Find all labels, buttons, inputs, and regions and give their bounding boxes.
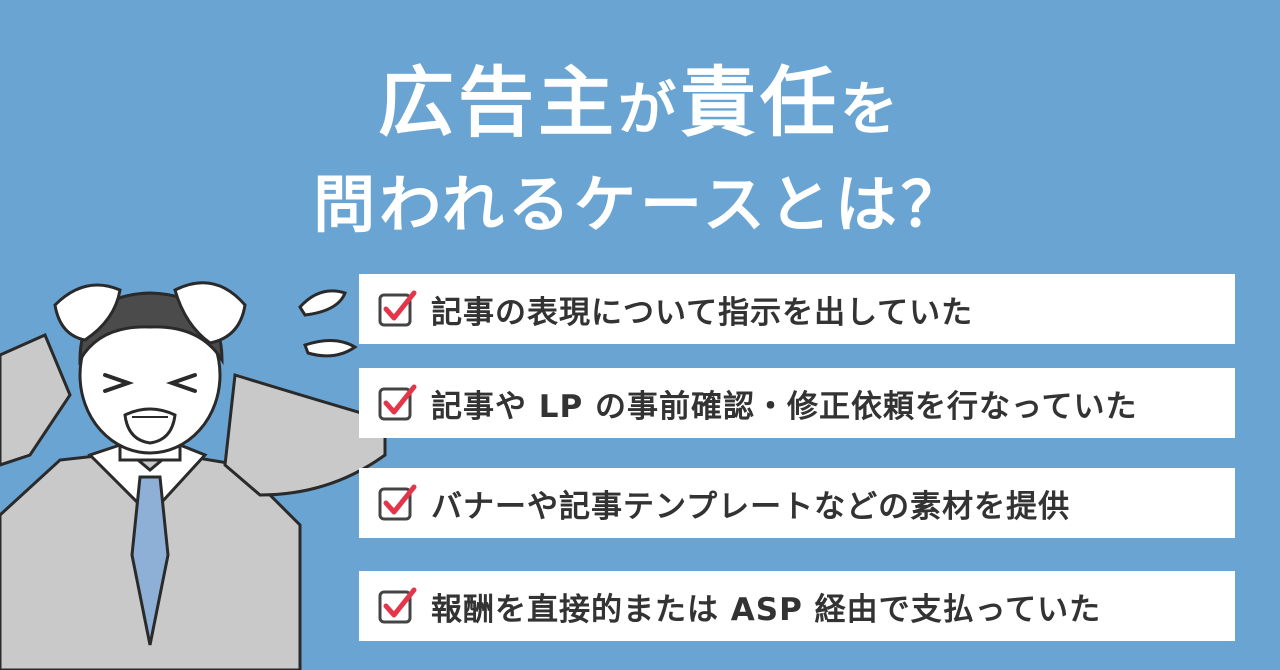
headline-segment: 責任 — [680, 58, 840, 147]
checklist-item-text: 記事の表現について指示を出していた — [431, 294, 974, 331]
headline-segment: が — [617, 75, 680, 143]
checklist-item: 記事や LP の事前確認・修正依頼を行なっていた — [359, 368, 1235, 438]
checklist-item-text: 記事や LP の事前確認・修正依頼を行なっていた — [431, 388, 1138, 425]
sweat-drop-icon — [298, 289, 358, 358]
headline-segment: 広告主 — [377, 58, 618, 147]
checklist-item-text: 報酬を直接的または ASP 経由で支払っていた — [431, 591, 1102, 628]
stressed-man-illustration — [0, 281, 387, 670]
checklist-item: 記事の表現について指示を出していた — [359, 274, 1235, 344]
headline-line-1: 広告主が責任を — [0, 58, 1280, 148]
checklist-item-text: バナーや記事テンプレートなどの素材を提供 — [431, 488, 1071, 525]
checkbox-icon — [378, 384, 417, 421]
checklist-item: 報酬を直接的または ASP 経由で支払っていた — [359, 571, 1235, 641]
checkbox-icon — [378, 587, 417, 624]
checkbox-icon — [378, 290, 417, 327]
headline-segment: を — [840, 75, 903, 143]
headline-line-2: 問われるケースとは？ — [313, 168, 967, 241]
checklist-item: バナーや記事テンプレートなどの素材を提供 — [359, 468, 1235, 538]
checkbox-icon — [378, 484, 417, 521]
